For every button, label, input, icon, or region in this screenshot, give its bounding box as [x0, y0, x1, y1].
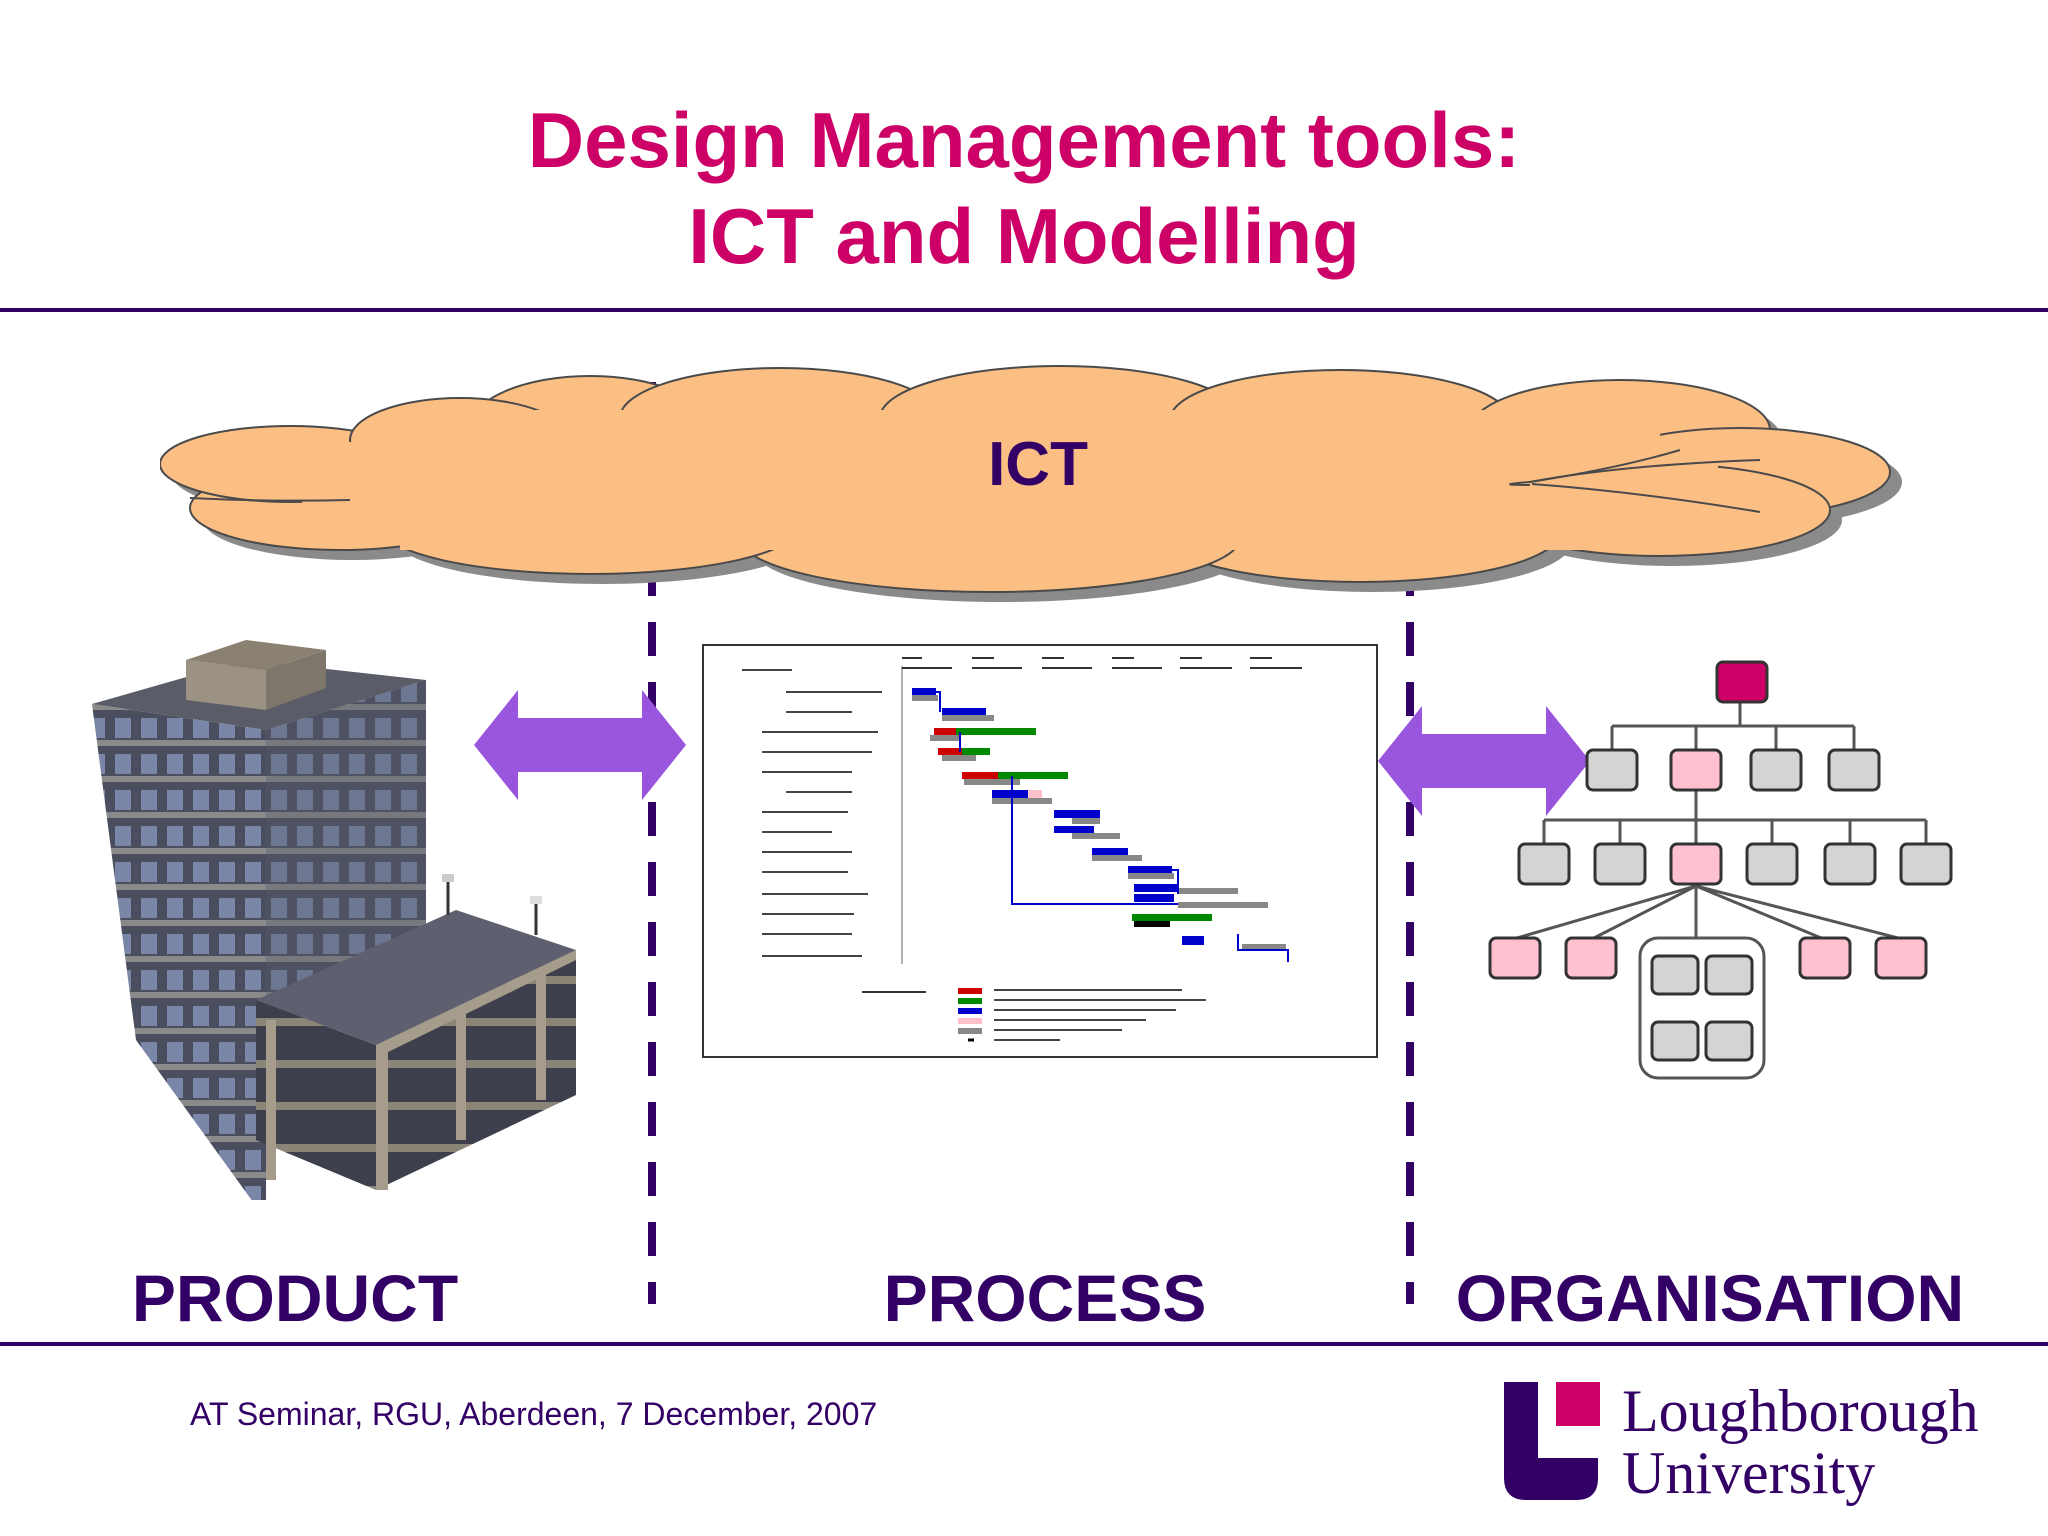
gantt-chart-image	[702, 644, 1378, 1058]
label-organisation: ORGANISATION	[1455, 1261, 1965, 1335]
bottom-divider	[0, 1342, 2048, 1346]
org-connectors	[1509, 702, 1928, 942]
label-process: PROCESS	[883, 1261, 1207, 1335]
organisation-chart-image	[1488, 660, 1953, 1080]
separator-left	[648, 382, 656, 1304]
top-divider	[0, 308, 2048, 312]
university-logo-icon	[1504, 1382, 1600, 1500]
separator-right	[1406, 382, 1414, 1304]
gantt-legend	[862, 988, 1206, 1042]
gantt-links	[936, 691, 1289, 962]
slide-title-line2: ICT and Modelling	[688, 192, 1360, 280]
label-product: PRODUCT	[131, 1261, 459, 1335]
university-name-line2: University	[1622, 1440, 1876, 1506]
ict-cloud: ICT	[160, 365, 1902, 602]
cloud-label: ICT	[988, 430, 1088, 499]
gantt-row-labels	[742, 669, 882, 957]
double-arrow-left-icon	[474, 690, 686, 800]
org-boxes	[1488, 660, 1953, 1080]
university-name: Loughborough University	[1622, 1380, 1979, 1504]
slide-title: Design Management tools: ICT and Modelli…	[0, 92, 2048, 284]
building-model-image	[92, 640, 576, 1200]
double-arrow-right-icon	[1378, 706, 1590, 816]
university-name-line1: Loughborough	[1622, 1378, 1979, 1444]
footer-text: AT Seminar, RGU, Aberdeen, 7 December, 2…	[190, 1396, 878, 1432]
gantt-bars	[912, 688, 1286, 950]
slide-title-line1: Design Management tools:	[527, 96, 1521, 184]
